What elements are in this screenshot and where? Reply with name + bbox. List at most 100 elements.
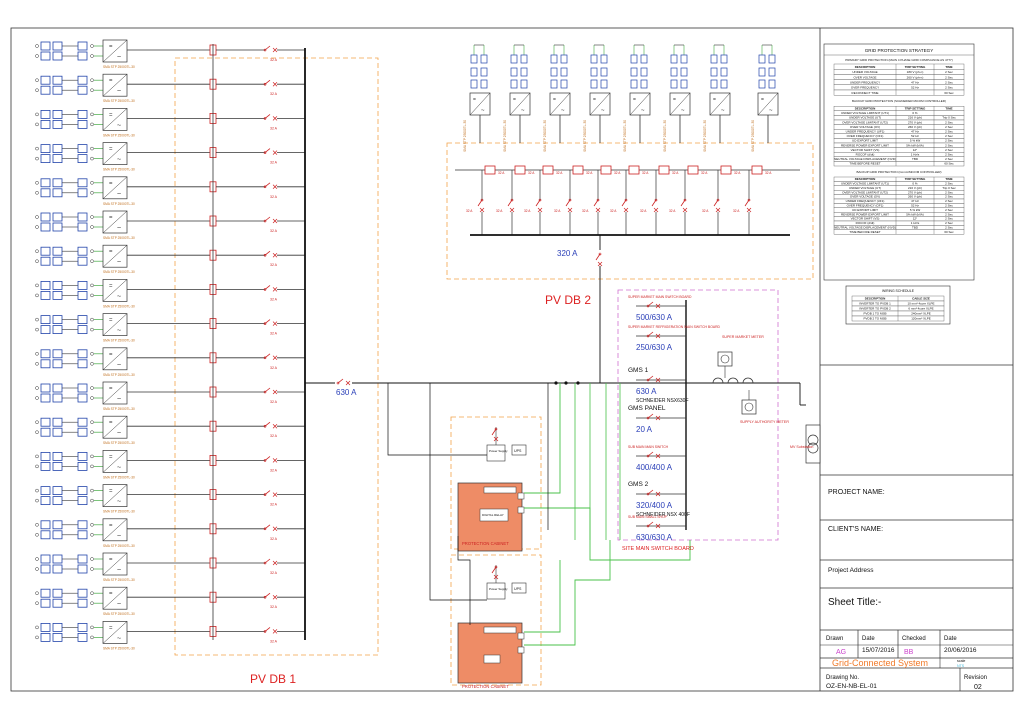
pvdb2-breaker-label: 32 A (610, 209, 617, 213)
backup2-cell: 2 Sec (945, 212, 953, 216)
feeder-device: SCHNEIDER NSX630F (636, 398, 689, 404)
backup2-cell: 2 Sec (945, 182, 953, 186)
backup1-cell: ROCOF (d/dt) (856, 153, 875, 157)
inverter-ac-symbol: ~ (117, 601, 121, 608)
inverter-ac-symbol: ~ (681, 108, 685, 114)
inverter-diagonal (102, 587, 128, 610)
inverter-ac-symbol: ~ (117, 122, 121, 129)
backup2-cell: UD EXPORT LIMIT (852, 208, 878, 212)
string-terminal (35, 283, 39, 288)
control-cable-1 (524, 383, 561, 494)
pv-module (40, 623, 51, 632)
string-terminal (90, 420, 94, 424)
pv-module (630, 67, 638, 77)
string-terminal (35, 225, 39, 229)
ups-label: UPS (514, 449, 522, 453)
wiring-cell: 120mm² XLPE (911, 317, 931, 321)
string-terminal (90, 362, 94, 366)
pv-module (630, 79, 638, 89)
pvdb2-main-breaker-label: 320 A (557, 249, 578, 258)
inverter-dc-symbol: = (761, 97, 764, 103)
pv-module (40, 110, 51, 119)
backup2-cell: 260 V (ph) (908, 195, 922, 199)
feeder-title: SUB MAIN MAIN SWITCH (628, 445, 669, 449)
pv-module (40, 598, 51, 608)
backup1-cell: OVER VOLTAGE LIMITANT (UT2) (842, 120, 888, 124)
backup1-cell: 2 Sec (945, 143, 953, 147)
inverter-dc-symbol: = (713, 97, 716, 103)
backup2-cell: 2 Sec (945, 204, 953, 208)
pv-module (40, 349, 51, 359)
pvdb1-breaker-label: 32 A (270, 400, 278, 404)
string-terminal (35, 464, 39, 469)
backup2-cell: Trip 0 Sec (942, 186, 956, 190)
cabinet-psu (483, 626, 517, 634)
backup2-cell: UNDER FREQUENCY (UF1) (846, 199, 885, 203)
string-terminal (90, 386, 94, 390)
pv-module (77, 633, 88, 642)
backup1-cell: TIME BEFORE RESET (849, 162, 880, 166)
pv-module (52, 325, 63, 335)
feeder-breaker-pivot (646, 524, 650, 528)
cabinet-terminal (517, 646, 525, 654)
drawing-no-label: Drawing No. (826, 675, 859, 681)
pvdb2-feeder-6: 32 A32 A (610, 165, 649, 235)
pv-module (77, 427, 88, 437)
inverter-diagonal (102, 210, 128, 234)
cabinet-link (457, 536, 471, 625)
backup2-cell: 60 Sec (944, 230, 954, 234)
pv-module (510, 79, 518, 89)
pv-module (77, 486, 88, 496)
backup2-cell: 5% kW (kVA) (906, 212, 924, 216)
pvdb2-breaker-label: 32 A (702, 209, 709, 213)
inverter-label: SMA STP 25000TL-30 (703, 120, 707, 152)
backup2-cell: TRIP SETTING (905, 177, 926, 181)
inverter-label: SMA STP 25000TL-30 (543, 120, 547, 152)
string-terminal (35, 112, 39, 117)
backup2-cell: 1 Hz/s (911, 221, 920, 225)
inverter-ac-symbol: ~ (641, 108, 645, 114)
backup1-cell: 270 V (ph) (908, 120, 922, 124)
pv-module (720, 79, 728, 89)
pv-module (52, 75, 63, 85)
pvdb1-breaker (263, 250, 278, 258)
pv-module (52, 212, 63, 222)
primary-cell: 260 V (ph-n) (907, 75, 924, 79)
pvdb1-breaker (263, 45, 278, 53)
pvdb1-breaker-pivot (263, 459, 267, 462)
pvdb2-main-breaker (595, 252, 603, 267)
pv-module (680, 67, 688, 77)
backup2-cell: TIME (945, 177, 952, 181)
pvdb1-breaker-label: 32 A (270, 366, 278, 370)
pvdb1-breaker-label: 32 A (270, 263, 278, 267)
inverter-ac-symbol: ~ (117, 499, 121, 506)
pvdb1-breaker-label: 32 A (270, 297, 278, 301)
pvdb1-breaker-pivot (263, 117, 267, 120)
pvdb1-breaker-x2 (272, 218, 278, 224)
pv-module (40, 588, 51, 598)
string-terminal (35, 293, 39, 298)
pvdb2-feeder-2: 32 A32 A (496, 165, 535, 235)
backup2-cell: 5 % kW (910, 208, 921, 212)
inverter-dc-symbol: = (109, 44, 113, 50)
inverter-dc-symbol: = (109, 625, 113, 631)
pv-module (40, 633, 51, 642)
pvdb1-breaker (263, 319, 278, 326)
fuse (542, 165, 554, 175)
date2-value: 20/06/2016 (944, 647, 977, 654)
inverter-label: SMA STP 25000TL-30 (503, 120, 507, 152)
inverter-ac-symbol: ~ (521, 108, 525, 114)
pvdb1-breaker-x2 (272, 629, 278, 634)
primary-cell: 2 Sec (945, 86, 953, 90)
string-terminal (35, 454, 39, 459)
string-terminal (35, 181, 39, 185)
pv-module (758, 79, 766, 89)
bus-junction (576, 381, 580, 385)
inverter-label: SMA STP 25000TL-30 (103, 407, 135, 411)
pv-module (77, 530, 88, 540)
